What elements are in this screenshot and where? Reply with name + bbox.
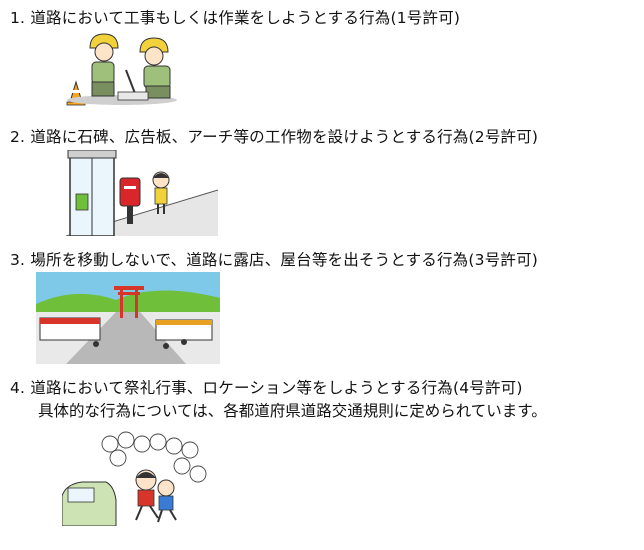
- phone-booth-mailbox-illustration: [66, 150, 218, 236]
- marathon-crowd-illustration: [62, 431, 207, 526]
- construction-workers-illustration: [66, 33, 177, 106]
- item-3-title: 3. 場所を移動しないで、道路に露店、屋台等を出そうとする行為(3号許可): [10, 251, 539, 269]
- festival-street-stalls-illustration: [36, 272, 220, 364]
- item-1-title: 1. 道路において工事もしくは作業をしようとする行為(1号許可): [10, 9, 461, 27]
- item-4-subtitle: 具体的な行為については、各都道府県道路交通規則に定められています。: [38, 402, 547, 420]
- item-2-title: 2. 道路に石碑、広告板、アーチ等の工作物を設けようとする行為(2号許可): [10, 128, 539, 146]
- item-4-title: 4. 道路において祭礼行事、ロケーション等をしようとする行為(4号許可): [10, 379, 523, 397]
